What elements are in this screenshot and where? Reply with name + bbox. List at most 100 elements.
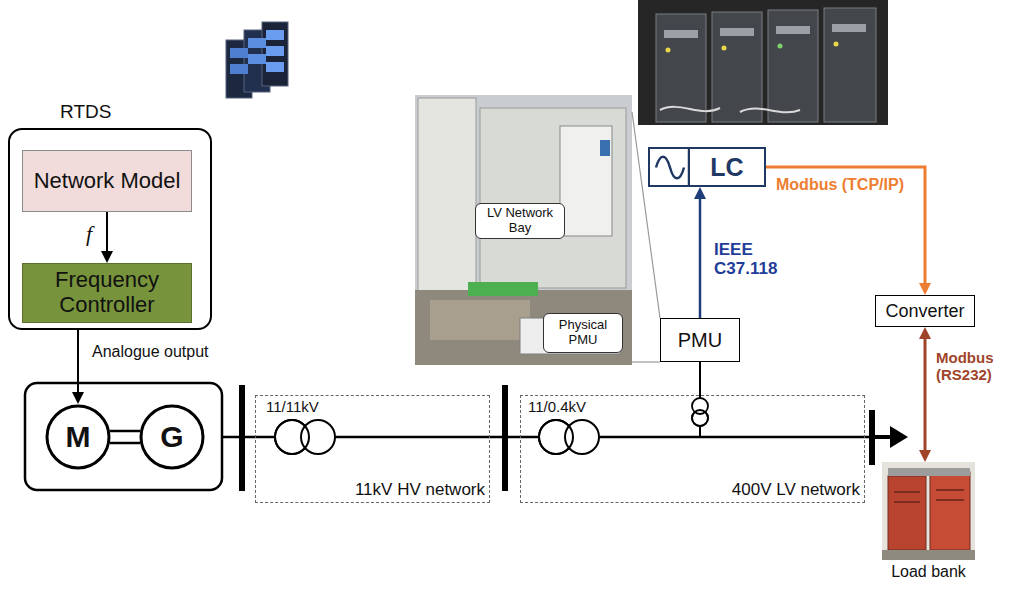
arrow-head [694, 187, 706, 199]
connector-line [924, 337, 927, 452]
node-text: Physical PMU [546, 318, 620, 347]
edge-label: IEEE C37.118 [714, 240, 794, 278]
process-box: Network Model [22, 150, 192, 212]
node-text: 400V LV network [732, 480, 860, 499]
node-text: G [160, 420, 183, 454]
sine-symbol [656, 157, 684, 179]
rtds-rack-icon [226, 22, 288, 98]
caption: Load bank [872, 563, 985, 581]
arrow-head [101, 251, 113, 263]
load-bank: Load bank [882, 462, 975, 560]
connector [72, 330, 84, 404]
relay-photo [722, 46, 727, 51]
transformer-symbol [275, 420, 309, 454]
rtds-rack-icon [230, 64, 248, 74]
callout-box: Physical PMU [543, 313, 623, 353]
load-bank-photo [936, 489, 964, 491]
relay-photo [666, 48, 671, 53]
zoom-line [632, 112, 660, 318]
rtds-rack-icon [230, 48, 248, 58]
connector-line [699, 197, 702, 318]
relay-photo [768, 10, 818, 122]
load-bank-photo [888, 476, 926, 550]
edge-label: Modbus (TCP/IP) [776, 176, 904, 194]
transformer-symbol [565, 420, 599, 454]
load-bank-photo [888, 468, 970, 476]
lab-photo [418, 98, 476, 298]
generator-circle: G [139, 404, 205, 470]
motor-generator-set [110, 430, 140, 433]
rtds-box: RTDSNetwork ModelFrequency Controller [8, 128, 212, 330]
load-bank-photo [894, 501, 920, 503]
transformer-label: 11/0.4kV [528, 399, 586, 416]
connector [766, 167, 931, 295]
node-text: Frequency Controller [27, 268, 187, 317]
local-controller-box: LC [648, 147, 766, 187]
load-bank-photo [882, 550, 975, 560]
relay-photo [832, 24, 866, 32]
relay-photo [824, 8, 876, 122]
rtds-rack-icon [266, 62, 284, 72]
load-bank-photo [882, 462, 975, 560]
transformer-symbol [275, 420, 599, 454]
node-text: 11kV HV network [355, 480, 485, 499]
sine-symbol [650, 149, 690, 185]
node-text: M [66, 420, 91, 454]
arrow-head [919, 283, 931, 295]
lab-photo [415, 290, 632, 365]
load-bank-photo [882, 462, 975, 560]
lab-photo [480, 108, 626, 288]
node-text: LC [710, 153, 743, 181]
connector-line [77, 330, 79, 394]
relay-photo [638, 0, 888, 125]
machine-circle [47, 406, 109, 468]
instrument-transformer [692, 410, 708, 426]
lab-photo [560, 126, 612, 236]
relay-photo [664, 30, 698, 38]
motor-generator-set [25, 383, 242, 490]
lab-photo [415, 95, 632, 365]
connector [919, 327, 931, 462]
rtds-heading: RTDS [60, 101, 111, 122]
lab-photo [468, 282, 538, 296]
motor-circle: M [45, 404, 111, 470]
motor-generator-set [25, 383, 222, 490]
edge-label: f [86, 222, 92, 247]
sine-symbol [688, 149, 690, 185]
relay-photo [720, 28, 754, 36]
converter-box: Converter [875, 295, 975, 327]
lab-photo [430, 300, 530, 340]
callout-box: LV Network Bay [475, 203, 565, 239]
pmu-box: PMU [660, 318, 740, 362]
lab-photo [600, 140, 610, 156]
motor-generator-set [110, 442, 140, 445]
busbar [239, 385, 245, 491]
arrow-head [919, 327, 931, 339]
arrow-head [72, 392, 84, 404]
edge-label: Analogue output [92, 343, 209, 361]
rtds-rack-icon [266, 30, 284, 40]
relay-photo [660, 107, 800, 112]
rtds-rack-icon [248, 38, 266, 48]
transformer-symbol [301, 420, 335, 454]
transformer-label: 11/11kV [266, 399, 319, 416]
zoom-line [632, 361, 660, 362]
relay-photo [776, 26, 810, 34]
relay-photo [656, 14, 706, 122]
connector [694, 187, 706, 318]
busbar [502, 385, 508, 491]
node-text: Network Model [34, 169, 181, 194]
lab-photo [415, 95, 632, 365]
node-text: LV Network Bay [478, 206, 562, 235]
relay-photo [778, 44, 783, 49]
relay-photo [834, 42, 839, 47]
busbar [875, 435, 892, 439]
relay-photo [638, 0, 888, 125]
rtds-rack-icon [248, 54, 266, 64]
load-bank-photo [930, 472, 970, 550]
process-box: Frequency Controller [22, 263, 192, 323]
load-bank-photo [936, 499, 964, 501]
node-text: PMU [678, 329, 722, 351]
node-text: Converter [885, 301, 964, 321]
